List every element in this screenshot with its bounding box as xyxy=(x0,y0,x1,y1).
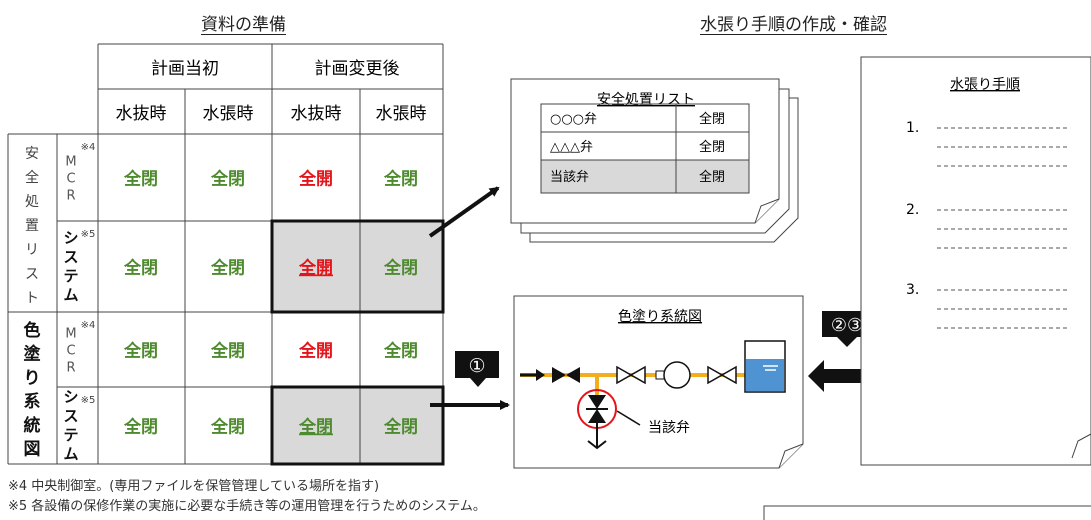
footnote-5: ※5 各設備の保修作業の実施に必要な手続き等の運用管理を行うためのシステム。 xyxy=(8,499,486,514)
system-diagram-document: 色塗り系統図 当該弁 xyxy=(513,295,804,469)
table-cell-value: 全開 xyxy=(298,258,333,279)
procedure-step-number: 1. xyxy=(906,120,919,136)
double-arrow xyxy=(808,360,879,392)
section-label-color-diagram: 色塗り系統図 xyxy=(24,320,42,460)
step-badge-2-3: ②③ xyxy=(822,311,872,347)
safety-list-document: 安全処置リスト ○○○弁 全閉 △△△弁 全閉 当該弁 全閉 xyxy=(510,78,799,243)
col-header: 水抜時 xyxy=(291,104,342,124)
row-sub-label-char: ス xyxy=(63,248,78,266)
section-label-char: 全 xyxy=(25,169,39,186)
group-header-changed: 計画変更後 xyxy=(315,59,400,79)
section-label-char: り xyxy=(24,368,41,388)
row-sub-label-char: シ xyxy=(63,388,78,406)
table-cell-value: 全閉 xyxy=(123,417,158,438)
table-cell-value: 全閉 xyxy=(210,341,245,362)
comparison-table: 計画当初 計画変更後 水抜時 水張時 水抜時 水張時 安全処置リスト 色塗り系統… xyxy=(7,43,445,466)
right-header: 水張り手順の作成・確認 xyxy=(700,15,887,35)
row-sub-label-char: ム xyxy=(63,286,78,304)
row-sub-label-char: テ xyxy=(63,267,78,285)
row-footnote-mark: ※4 xyxy=(81,320,96,331)
partial-document-edge xyxy=(763,505,1091,520)
list-item-state: 全閉 xyxy=(699,111,725,127)
table-cell-value: 全閉 xyxy=(123,341,158,362)
section-label-safety-list: 安全処置リスト xyxy=(25,146,39,306)
list-item-name: ○○○弁 xyxy=(550,112,597,127)
row-footnote-mark: ※4 xyxy=(81,142,96,153)
table-cell-value: 全閉 xyxy=(383,341,418,362)
procedure-step-number: 2. xyxy=(906,202,919,218)
list-item-name: 当該弁 xyxy=(550,169,589,185)
system-diagram-title: 色塗り系統図 xyxy=(618,308,702,325)
row-sub-label-char: ス xyxy=(63,407,78,425)
list-item-name: △△△弁 xyxy=(550,140,593,155)
col-header: 水抜時 xyxy=(116,104,167,124)
table-cell-value: 全閉 xyxy=(298,417,333,438)
row-sub-label-char: M xyxy=(65,155,76,170)
table-cell-value: 全閉 xyxy=(383,169,418,190)
highlight-cell xyxy=(360,387,443,464)
row-sub-label-char: M xyxy=(65,327,76,342)
row-footnote-mark: ※5 xyxy=(81,229,96,240)
target-valve-label: 当該弁 xyxy=(648,420,690,436)
table-cell-value: 全閉 xyxy=(383,258,418,279)
table-cell-value: 全開 xyxy=(298,341,333,362)
valve-icon xyxy=(707,365,737,385)
section-label-char: リ xyxy=(25,242,39,258)
section-label-char: 置 xyxy=(25,218,39,234)
table-cell-value: 全閉 xyxy=(383,417,418,438)
section-label-char: 図 xyxy=(24,440,41,460)
section-label-char: 処 xyxy=(25,194,39,210)
pump-icon xyxy=(663,361,691,389)
step-badge-1: ① xyxy=(455,351,499,387)
table-cell-value: 全閉 xyxy=(210,417,245,438)
left-header: 資料の準備 xyxy=(201,15,286,35)
col-header: 水張時 xyxy=(203,104,254,124)
list-item-state: 全閉 xyxy=(699,169,725,185)
section-label-char: 統 xyxy=(24,415,41,436)
table-cell-value: 全開 xyxy=(298,169,333,190)
section-label-char: 安 xyxy=(25,146,39,162)
section-label-char: 色 xyxy=(24,320,41,341)
row-sub-label-char: シ xyxy=(63,229,78,247)
table-cell-value: 全閉 xyxy=(210,258,245,279)
list-item-state: 全閉 xyxy=(699,139,725,155)
arrow-to-safety-list xyxy=(428,186,500,238)
section-label-char: 塗 xyxy=(24,344,42,365)
highlight-cell xyxy=(272,221,360,312)
row-sub-label-char: R xyxy=(66,189,75,204)
procedure-document: 水張り手順 1. 2. 3. xyxy=(860,56,1091,466)
table-cell-value: 全閉 xyxy=(210,169,245,190)
row-sub-label-char: ム xyxy=(63,445,78,463)
highlight-cell xyxy=(272,387,360,464)
section-label-char: ス xyxy=(25,266,39,282)
row-sub-label-char: C xyxy=(66,172,75,187)
section-label-char: ト xyxy=(25,290,39,306)
valve-icon xyxy=(552,367,580,383)
safety-list-title: 安全処置リスト xyxy=(597,91,695,108)
section-label-char: 系 xyxy=(24,392,41,412)
procedure-step-number: 3. xyxy=(906,282,919,298)
row-sub-label-char: テ xyxy=(63,426,78,444)
row-sub-label-char: C xyxy=(66,344,75,359)
badge-one-text: ① xyxy=(468,355,485,377)
valve-icon xyxy=(616,365,646,385)
highlight-cell xyxy=(360,221,443,312)
row-footnote-mark: ※5 xyxy=(81,395,96,406)
footnote-4: ※4 中央制御室。(専用ファイルを保管管理している場所を指す) xyxy=(8,479,380,494)
table-cell-value: 全閉 xyxy=(123,258,158,279)
procedure-title: 水張り手順 xyxy=(950,77,1020,93)
col-header: 水張時 xyxy=(376,104,427,124)
group-header-initial: 計画当初 xyxy=(151,59,219,79)
table-cell-value: 全閉 xyxy=(123,169,158,190)
row-sub-label-char: R xyxy=(66,361,75,376)
badge-two-three-text: ②③ xyxy=(831,315,863,336)
